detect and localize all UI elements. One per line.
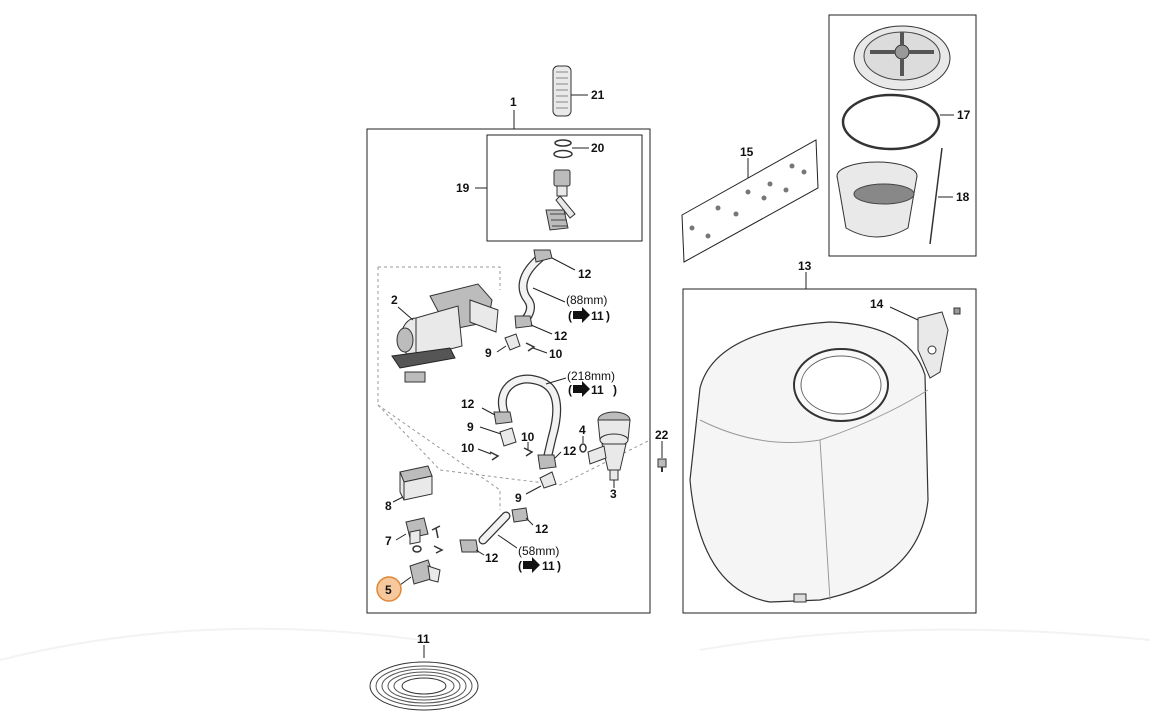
clamp-12-top[interactable]: 12 (533, 249, 592, 281)
callout-18[interactable]: 18 (956, 190, 970, 204)
callout-10-b[interactable]: 10 (461, 441, 475, 455)
svg-text:11: 11 (542, 559, 555, 573)
svg-text:(: ( (568, 383, 572, 397)
elbow-9-c[interactable]: 9 (515, 471, 557, 505)
part-15-screw-sheet[interactable]: 15 (681, 139, 819, 263)
callout-12-d[interactable]: 12 (563, 444, 577, 458)
lid-strainer-box (828, 14, 977, 257)
callout-11[interactable]: 11 (417, 632, 430, 646)
callout-10-c[interactable]: 10 (521, 430, 535, 444)
callout-2[interactable]: 2 (391, 293, 398, 307)
callout-12-a[interactable]: 12 (578, 267, 592, 281)
hose-58mm[interactable] (478, 511, 511, 545)
callout-19[interactable]: 19 (456, 181, 470, 195)
part-lid[interactable] (853, 25, 951, 91)
clamp-12-e[interactable]: 12 (511, 507, 549, 536)
callout-12-c[interactable]: 12 (461, 397, 475, 411)
assembly-19-box: 19 (456, 134, 643, 242)
callout-20[interactable]: 20 (591, 141, 605, 155)
hose-note-218: (218mm) ( ) 11 (545, 369, 617, 397)
callout-7[interactable]: 7 (385, 534, 392, 548)
clamp-12-f[interactable]: 12 (459, 539, 499, 565)
callout-9-c[interactable]: 9 (515, 491, 522, 505)
callout-17[interactable]: 17 (957, 108, 971, 122)
clip-10-a[interactable]: 10 (525, 342, 563, 361)
svg-text:): ) (557, 559, 561, 573)
part-13-tank[interactable] (689, 321, 929, 603)
clip-10-b[interactable]: 10 (461, 441, 500, 461)
svg-text:(: ( (568, 309, 572, 323)
clamp-12-b[interactable]: 12 (514, 315, 568, 343)
callout-5-highlight[interactable]: 5 (376, 576, 402, 602)
callout-12-b[interactable]: 12 (554, 329, 568, 343)
part-6-clip[interactable] (431, 525, 444, 554)
callout-9-b[interactable]: 9 (467, 420, 474, 434)
part-5-fitting[interactable] (399, 559, 441, 586)
clamp-12-c[interactable]: 12 (461, 397, 513, 425)
part-20-o-rings[interactable]: 20 (553, 139, 605, 159)
callout-14[interactable]: 14 (870, 297, 884, 311)
hose-note-88: (88mm) ( 11 ) (532, 287, 610, 323)
callout-9-a[interactable]: 9 (485, 346, 492, 360)
svg-text:11: 11 (591, 309, 604, 323)
callout-1[interactable]: 1 (510, 95, 517, 109)
callout-4[interactable]: 4 (579, 423, 586, 437)
callout-10-a[interactable]: 10 (549, 347, 563, 361)
hose-218mm[interactable] (497, 374, 562, 460)
assembly-1-box: 1 (366, 95, 651, 614)
callout-21[interactable]: 21 (591, 88, 605, 102)
part-19-nozzle[interactable] (545, 169, 576, 231)
callout-8[interactable]: 8 (385, 499, 392, 513)
hose-length-88: (88mm) (566, 293, 607, 307)
part-14-bracket[interactable]: 14 (870, 297, 961, 379)
elbow-9-a[interactable]: 9 (485, 333, 521, 360)
callout-13[interactable]: 13 (798, 259, 812, 273)
svg-text:(: ( (518, 559, 522, 573)
part-17-seal[interactable]: 17 (841, 93, 971, 151)
part-3-pump-housing[interactable]: 3 (587, 411, 631, 501)
elbow-9-b[interactable]: 9 (467, 420, 517, 447)
callout-3[interactable]: 3 (610, 487, 617, 501)
part-22-screw[interactable]: 22 (655, 428, 669, 472)
svg-text:): ) (613, 383, 617, 397)
svg-text:): ) (606, 309, 610, 323)
clamp-12-d[interactable]: 12 (537, 444, 577, 470)
part-7-valve[interactable]: 7 (385, 517, 429, 553)
part-2-pump-motor[interactable]: 2 (391, 283, 499, 383)
callout-5[interactable]: 5 (385, 583, 392, 597)
svg-text:11: 11 (591, 383, 604, 397)
part-18-strainer[interactable]: 18 (836, 147, 970, 245)
callout-15[interactable]: 15 (740, 145, 754, 159)
part-21-filter[interactable]: 21 (552, 65, 605, 117)
part-8-cap[interactable]: 8 (385, 465, 433, 513)
callout-12-e[interactable]: 12 (535, 522, 549, 536)
pump-area-outline (377, 266, 651, 510)
part-11-hose-coil[interactable]: 11 (369, 632, 479, 711)
part-4-washer[interactable]: 4 (579, 423, 587, 453)
callout-12-f[interactable]: 12 (485, 551, 499, 565)
hose-length-58: (58mm) (518, 544, 559, 558)
clip-10-c[interactable]: 10 (521, 430, 535, 457)
hose-length-218: (218mm) (567, 369, 615, 383)
hose-note-58: (58mm) ( 11 ) (497, 534, 561, 573)
callout-22[interactable]: 22 (655, 428, 669, 442)
tank-box: 13 (682, 259, 977, 614)
